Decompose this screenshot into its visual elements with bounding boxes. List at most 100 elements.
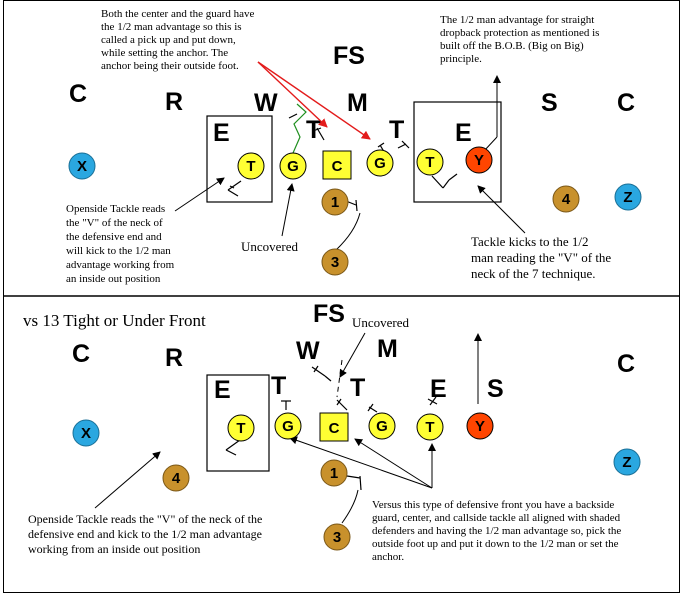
bottom-def-e-right: E [430, 375, 447, 403]
token-label: 4 [172, 470, 181, 487]
arrow-versus-to-guard [289, 436, 433, 489]
token-label: T [425, 419, 434, 436]
top-def-e-right: E [455, 119, 472, 147]
top-note-bob: The 1/2 man advantage for straight dropb… [440, 14, 602, 65]
fs-dashed-line [336, 359, 343, 398]
note-line: Openside Tackle reads [66, 203, 165, 215]
note-line: working from an inside out position [28, 542, 200, 556]
back-3-route [335, 212, 361, 251]
bottom-token-z: Z [613, 448, 641, 476]
top-token-x: X [68, 152, 96, 180]
green-block-line [292, 103, 307, 154]
bottom-token-y: Y [466, 412, 494, 440]
bottom-token-1: 1 [320, 459, 348, 487]
top-token-1: 1 [321, 188, 349, 216]
bottom-token-c: C [319, 412, 349, 442]
note-line: will kick to the 1/2 man [66, 245, 171, 257]
note-line: neck of the 7 technique. [471, 266, 596, 281]
top-def-w: W [254, 89, 278, 117]
top-def-fs: FS [333, 42, 365, 70]
bottom-def-t-right: T [350, 374, 365, 402]
bottom-token-4: 4 [162, 464, 190, 492]
top-def-e-left: E [213, 119, 230, 147]
token-label: X [77, 158, 87, 175]
note-line: anchor. [372, 551, 404, 563]
note-line: outside foot up and put it down to the 1… [372, 538, 619, 550]
note-line: guard, center, and callside tackle all a… [372, 512, 621, 524]
note-line: defenders and having the 1/2 man advanta… [372, 525, 621, 537]
bottom-token-g-right: G [368, 412, 396, 440]
bottom-section: vs 13 Tight or Under Front Uncovered Ope… [23, 300, 641, 563]
bottom-def-r: R [165, 344, 183, 372]
top-token-t-left: T [237, 152, 265, 180]
token-label: G [282, 418, 294, 435]
top-def-m: M [347, 89, 368, 117]
note-line: principle. [440, 53, 482, 65]
top-token-y: Y [465, 146, 493, 174]
bottom-box-left [206, 374, 270, 472]
top-def-r: R [165, 88, 183, 116]
top-token-3: 3 [321, 248, 349, 276]
note-line: The 1/2 man advantage for straight [440, 14, 594, 26]
token-label: C [332, 158, 343, 175]
token-label: 3 [333, 529, 341, 546]
note-line: Both the center and the guard have [101, 8, 254, 20]
bottom-def-w: W [296, 337, 320, 365]
token-label: C [329, 420, 340, 437]
note-line: anchor being their outside foot. [101, 60, 239, 72]
note-line: Tackle kicks to the 1/2 [471, 234, 589, 249]
top-note-openside: Openside Tackle reads the "V" of the nec… [66, 203, 177, 285]
bottom-def-c-left: C [72, 340, 90, 368]
token-label: T [236, 420, 245, 437]
token-label: X [81, 425, 91, 442]
arrow-tackle-kicks [477, 185, 526, 234]
bottom-title: vs 13 Tight or Under Front [23, 311, 206, 330]
token-label: 3 [331, 254, 339, 271]
top-token-g-left: G [279, 152, 307, 180]
top-note-center-guard: Both the center and the guard have the 1… [101, 8, 257, 72]
bottom-def-c-right: C [617, 350, 635, 378]
note-line: Versus this type of defensive front you … [372, 499, 614, 511]
bottom-token-g-left: G [274, 412, 302, 440]
bottom-token-x: X [72, 419, 100, 447]
bottom-uncovered-label: Uncovered [352, 315, 410, 330]
note-line: defensive end and kick to the 1/2 man ad… [28, 527, 262, 541]
top-def-c-right: C [617, 89, 635, 117]
red-arrow-to-center [257, 61, 328, 128]
bottom-def-e: E [214, 376, 231, 404]
red-arrow-to-guard [257, 61, 371, 140]
note-line: advantage working from [66, 259, 175, 271]
token-label: Z [623, 189, 632, 206]
top-def-t-left: T [306, 116, 321, 144]
token-label: 1 [330, 465, 338, 482]
arrow-openside-to-e [94, 451, 161, 509]
bottom-def-fs: FS [313, 300, 345, 328]
token-label: 4 [562, 191, 571, 208]
top-token-z: Z [614, 183, 642, 211]
note-line: dropback protection as mentioned is [440, 27, 599, 39]
top-token-4: 4 [552, 185, 580, 213]
bottom-note-openside: Openside Tackle reads the "V" of the nec… [28, 512, 265, 556]
top-box-left [206, 115, 273, 203]
bottom-block-marks [225, 365, 438, 491]
note-line: an inside out position [66, 273, 161, 285]
top-note-tackle-kicks: Tackle kicks to the 1/2 man reading the … [471, 234, 614, 281]
bottom-token-t-left: T [227, 414, 255, 442]
token-label: Y [474, 152, 484, 169]
note-line: while setting the anchor. The [101, 47, 228, 59]
bottom-token-3: 3 [323, 523, 351, 551]
top-token-t-right: T [416, 148, 444, 176]
token-label: T [425, 154, 434, 171]
arrow-uncovered-to-guard [281, 183, 295, 237]
token-label: G [374, 155, 386, 172]
token-label: 1 [331, 194, 339, 211]
top-def-c-left: C [69, 80, 87, 108]
token-label: T [246, 158, 255, 175]
top-token-c: C [322, 150, 352, 180]
bottom-token-t-right: T [416, 413, 444, 441]
top-box-right [413, 101, 502, 203]
bottom-def-t-left: T [271, 372, 286, 400]
bottom-def-m: M [377, 335, 398, 363]
note-line: man reading the "V" of the [471, 250, 611, 265]
